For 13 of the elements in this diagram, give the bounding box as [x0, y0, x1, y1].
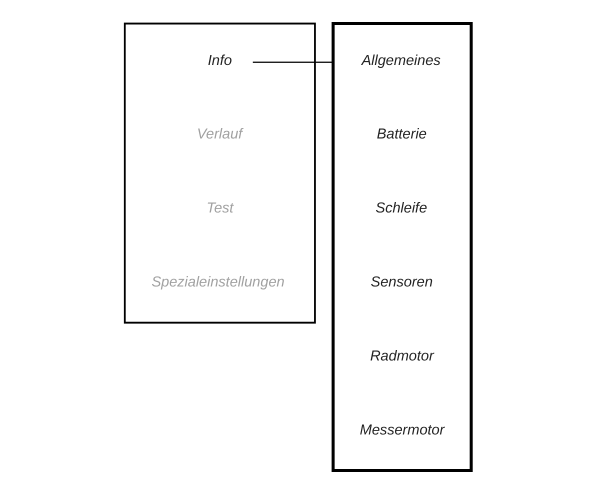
- node-text: Spezialeinstellungen: [150, 274, 284, 290]
- node-text: Radmotor: [370, 348, 434, 364]
- node-text: Allgemeines: [361, 52, 440, 68]
- node-text: Test: [206, 200, 233, 216]
- cluster: [331, 22, 472, 472]
- cluster: [123, 22, 316, 324]
- node-text: Schleife: [375, 200, 427, 216]
- node-text: Info: [207, 52, 232, 68]
- node-text: Messermotor: [359, 422, 444, 438]
- node-text: Batterie: [376, 126, 426, 142]
- connector: [252, 61, 333, 62]
- node-text: Verlauf: [196, 126, 242, 142]
- node-text: Sensoren: [370, 274, 432, 290]
